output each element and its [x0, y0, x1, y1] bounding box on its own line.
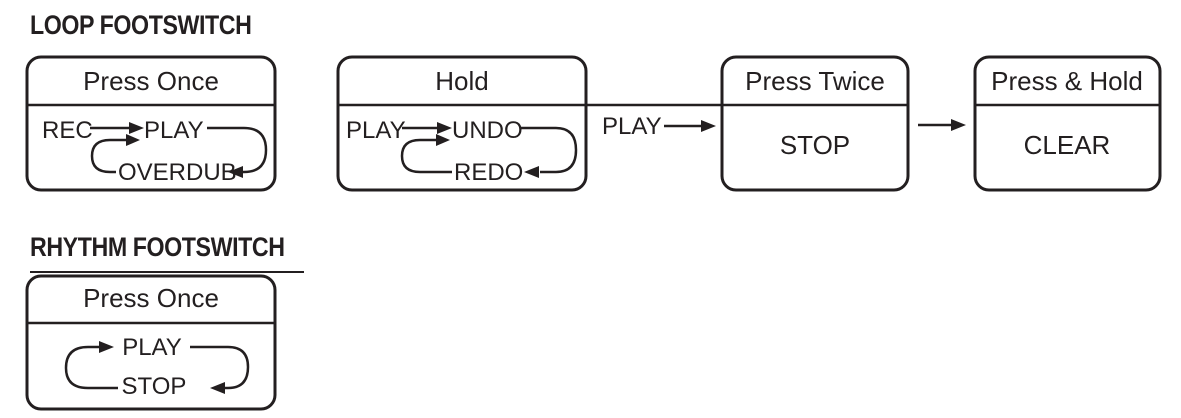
- loop-footswitch-heading: LOOP FOOTSWITCH: [30, 10, 252, 40]
- loop-press-once-frame: [25, 55, 277, 192]
- loop-press-twice-frame: [720, 55, 910, 192]
- overdub-to-play-arrow: [90, 138, 128, 174]
- rhythm-stop-to-play-arrowhead: [99, 341, 114, 353]
- rhythm-play-label: PLAY: [122, 334, 182, 361]
- loop-play-label: PLAY: [144, 117, 204, 144]
- stop-to-clear-arrowhead: [951, 119, 966, 131]
- loop-overdub-label: OVERDUB: [118, 159, 237, 186]
- rhythm-heading-underline: [30, 271, 304, 273]
- hold-redo-label: REDO: [454, 159, 523, 186]
- hold-play-to-undo-arrowhead: [437, 122, 452, 134]
- loop-clear-label: CLEAR: [1024, 130, 1111, 160]
- rhythm-stop-label: STOP: [122, 373, 187, 400]
- redo-to-undo-arrowhead: [436, 134, 450, 146]
- loop-hold-box: Hold PLAY UNDO REDO: [336, 55, 722, 192]
- rhythm-press-once-frame: [25, 274, 277, 411]
- undo-to-redo-arrowhead: [524, 166, 539, 178]
- redo-to-undo-arrow: [400, 138, 452, 174]
- loop-press-once-box: Press Once REC PLAY OVERDUB: [25, 55, 277, 192]
- rec-to-play-arrowhead: [129, 122, 144, 134]
- loop-press-hold-header: Press & Hold: [991, 66, 1143, 96]
- overdub-to-play-arrowhead: [126, 134, 140, 146]
- loop-press-twice-box: Press Twice STOP: [720, 55, 910, 192]
- loop-press-once-header: Press Once: [83, 66, 219, 96]
- hold-play-label: PLAY: [346, 117, 406, 144]
- rhythm-footswitch-heading: RHYTHM FOOTSWITCH: [30, 232, 285, 262]
- play-to-overdub-arrowhead: [228, 166, 243, 178]
- loop-hold-header: Hold: [435, 66, 488, 96]
- play-to-stop-arrowhead: [701, 120, 716, 132]
- loop-press-twice-header: Press Twice: [745, 66, 885, 96]
- hold-undo-label: UNDO: [452, 117, 523, 144]
- rhythm-play-to-stop-arrowhead: [210, 382, 225, 394]
- play-transition-label: PLAY: [602, 113, 662, 140]
- rhythm-stop-to-play-arrow: [64, 345, 118, 390]
- loop-stop-label: STOP: [780, 130, 850, 160]
- play-to-overdub-arrow: [207, 126, 268, 174]
- rhythm-play-to-stop-arrow: [190, 345, 250, 390]
- rhythm-press-once-box: Press Once PLAY STOP: [25, 274, 277, 411]
- loop-rec-label: REC: [42, 117, 93, 144]
- loop-hold-frame: [336, 55, 588, 192]
- undo-to-redo-arrow: [520, 126, 578, 174]
- rhythm-press-once-header: Press Once: [83, 283, 219, 313]
- loop-press-hold-frame: [973, 55, 1162, 192]
- loop-press-hold-box: Press & Hold CLEAR: [973, 55, 1162, 192]
